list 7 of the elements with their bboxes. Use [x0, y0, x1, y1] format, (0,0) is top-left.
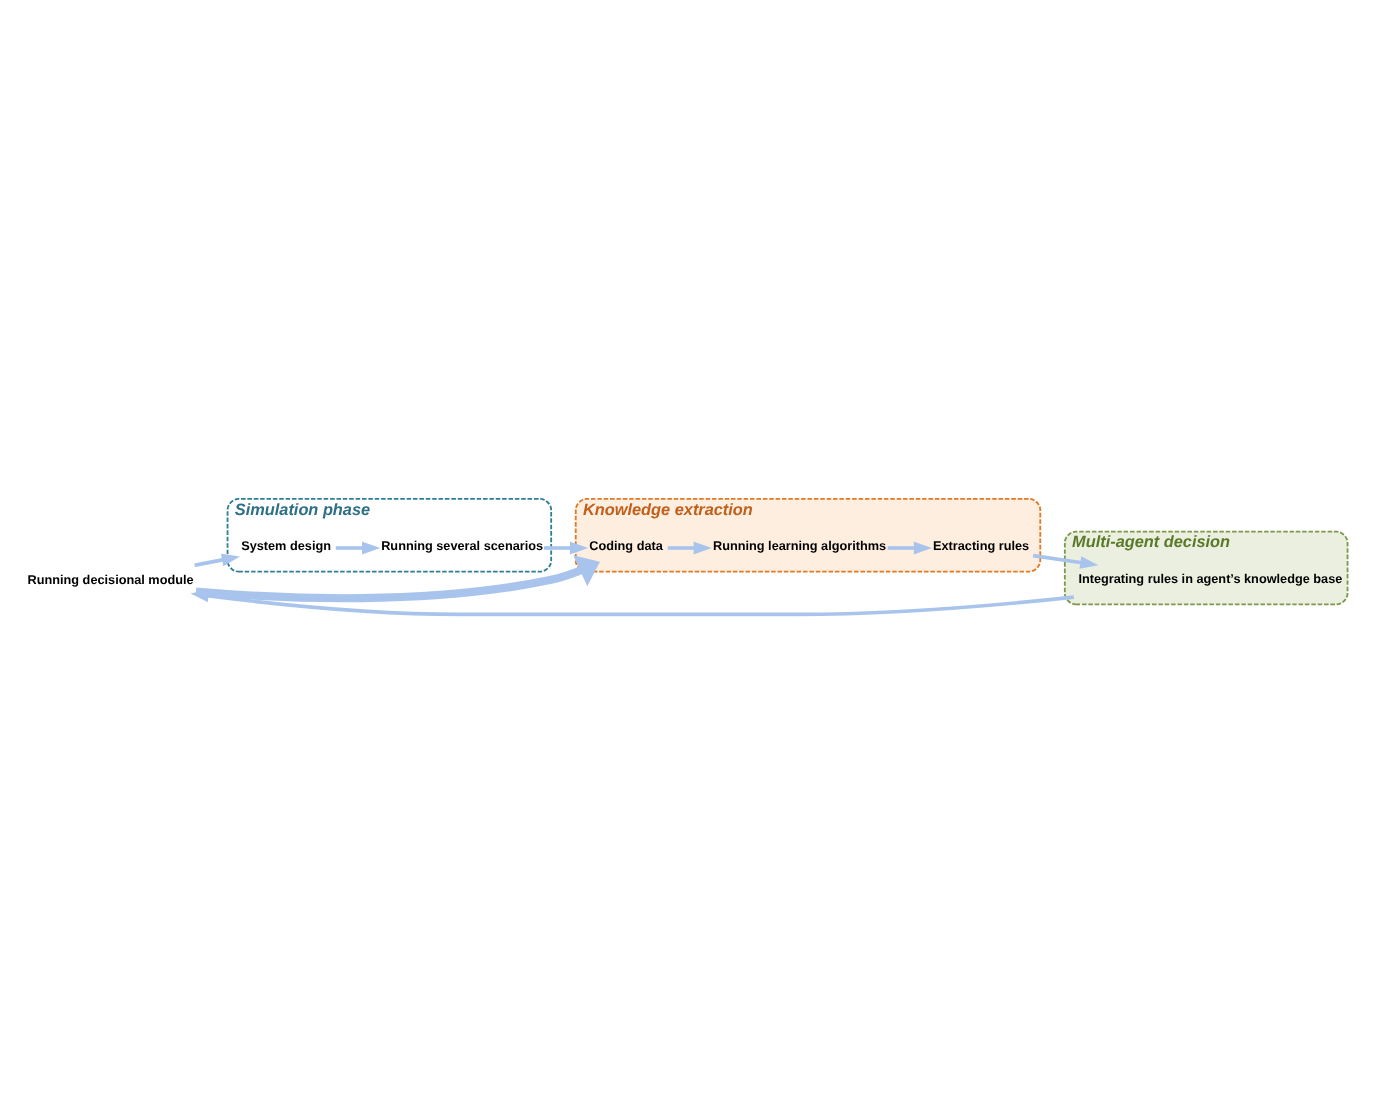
arrow: [887, 540, 933, 554]
arrow: [1032, 552, 1099, 568]
arrow: [194, 552, 241, 567]
arrow: [335, 540, 381, 554]
arrow: [195, 554, 600, 602]
arrow: [667, 540, 712, 554]
arrow: [544, 540, 589, 554]
